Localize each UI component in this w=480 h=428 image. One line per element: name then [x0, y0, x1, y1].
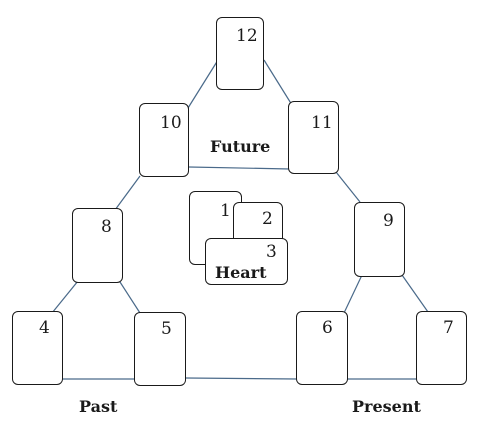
card-number: 10	[160, 113, 182, 133]
connector-11-9	[335, 171, 361, 203]
card-11: 11	[288, 101, 339, 174]
card-number: 11	[311, 113, 333, 133]
heart-label: Heart	[215, 263, 267, 282]
card-12: 12	[216, 17, 264, 90]
card-number: 6	[322, 318, 333, 338]
card-3: 3 Heart	[205, 238, 288, 285]
card-10: 10	[139, 103, 189, 177]
connector-9-6	[343, 274, 363, 314]
connector-12-11	[263, 59, 293, 106]
connector-5-6	[185, 377, 298, 380]
connector-10-8	[114, 175, 141, 211]
card-number: 1	[220, 201, 231, 221]
connector-12-10	[187, 59, 219, 109]
connector-8-5	[119, 281, 141, 314]
connector-9-7	[401, 274, 429, 313]
card-number: 4	[39, 318, 50, 338]
past-label: Past	[79, 397, 118, 416]
card-number: 8	[101, 217, 112, 237]
present-label: Present	[352, 397, 421, 416]
card-number: 7	[443, 318, 454, 338]
connector-10-11	[188, 166, 291, 170]
card-number: 9	[383, 211, 394, 231]
card-7: 7	[416, 311, 467, 385]
future-label: Future	[210, 137, 271, 156]
card-number: 3	[266, 242, 277, 262]
connector-8-4	[51, 280, 79, 314]
card-4: 4	[12, 311, 63, 385]
card-9: 9	[354, 202, 405, 277]
card-5: 5	[134, 312, 186, 386]
card-number: 5	[161, 319, 172, 339]
card-6: 6	[296, 311, 348, 385]
card-number: 2	[262, 209, 273, 229]
card-8: 8	[72, 208, 123, 283]
card-number: 12	[236, 26, 258, 46]
